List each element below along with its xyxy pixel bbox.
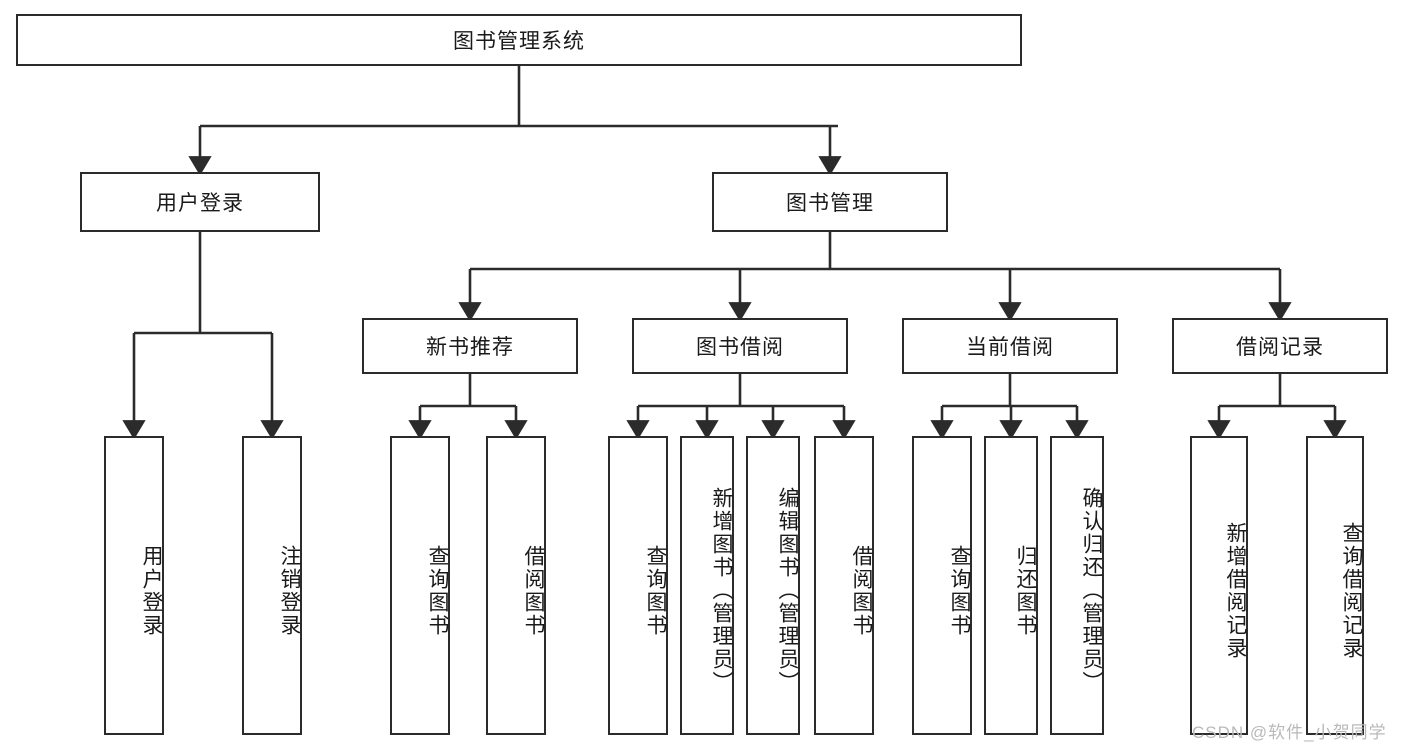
leaf-add-book-admin[interactable]: 新增图书（管理员） [680, 436, 734, 735]
leaf-add-book-admin-label: 新增图书（管理员） [710, 487, 733, 694]
node-current-borrow[interactable]: 当前借阅 [902, 318, 1118, 374]
leaf-query-borrow-record[interactable]: 查询借阅记录 [1306, 436, 1364, 735]
leaf-user-login[interactable]: 用户登录 [104, 436, 164, 735]
edge-group-borrow [626, 374, 856, 440]
leaf-query-book-current-label: 查询图书 [948, 544, 971, 637]
node-new-book-recommend[interactable]: 新书推荐 [362, 318, 578, 374]
node-borrow-record-label: 借阅记录 [1236, 336, 1324, 359]
leaf-query-book-current[interactable]: 查询图书 [912, 436, 972, 735]
node-borrow-record[interactable]: 借阅记录 [1172, 318, 1388, 374]
leaf-add-borrow-record-label: 新增借阅记录 [1224, 521, 1247, 660]
leaf-user-login-label: 用户登录 [140, 544, 163, 637]
node-book-borrow[interactable]: 图书借阅 [632, 318, 848, 374]
leaf-edit-book-admin-label: 编辑图书（管理员） [776, 487, 799, 694]
edge-group-user-login [122, 232, 284, 440]
leaf-return-book-label: 归还图书 [1014, 544, 1037, 637]
leaf-borrow-book-new[interactable]: 借阅图书 [486, 436, 546, 735]
leaf-logout-label: 注销登录 [278, 544, 301, 637]
leaf-query-book-borrow-label: 查询图书 [644, 544, 667, 637]
node-current-borrow-label: 当前借阅 [966, 336, 1054, 359]
leaf-borrow-book-new-label: 借阅图书 [522, 544, 545, 637]
node-book-management-label: 图书管理 [786, 192, 874, 215]
leaf-confirm-return-admin[interactable]: 确认归还（管理员） [1050, 436, 1104, 735]
edge-group-root [188, 66, 842, 176]
edge-group-current-borrow [930, 374, 1089, 440]
leaf-query-book-new-label: 查询图书 [426, 544, 449, 637]
leaf-confirm-return-admin-label: 确认归还（管理员） [1080, 487, 1103, 694]
leaf-query-book-borrow[interactable]: 查询图书 [608, 436, 668, 735]
leaf-add-borrow-record[interactable]: 新增借阅记录 [1190, 436, 1248, 735]
edge-group-book-mgmt [458, 232, 1292, 322]
node-user-login-label: 用户登录 [156, 192, 244, 215]
leaf-return-book[interactable]: 归还图书 [984, 436, 1038, 735]
node-root[interactable]: 图书管理系统 [16, 14, 1022, 66]
leaf-logout[interactable]: 注销登录 [242, 436, 302, 735]
leaf-borrow-book-label: 借阅图书 [850, 544, 873, 637]
node-book-borrow-label: 图书借阅 [696, 336, 784, 359]
leaf-borrow-book[interactable]: 借阅图书 [814, 436, 874, 735]
node-user-login[interactable]: 用户登录 [80, 172, 320, 232]
node-root-label: 图书管理系统 [453, 30, 585, 53]
edge-group-new-book [408, 374, 528, 440]
leaf-query-book-new[interactable]: 查询图书 [390, 436, 450, 735]
csdn-watermark: CSDN @软件_小贺同学 [1192, 723, 1387, 742]
leaf-edit-book-admin[interactable]: 编辑图书（管理员） [746, 436, 800, 735]
node-new-book-recommend-label: 新书推荐 [426, 336, 514, 359]
leaf-query-borrow-record-label: 查询借阅记录 [1340, 521, 1363, 660]
node-book-management[interactable]: 图书管理 [712, 172, 948, 232]
edge-group-borrow-record [1207, 374, 1347, 440]
